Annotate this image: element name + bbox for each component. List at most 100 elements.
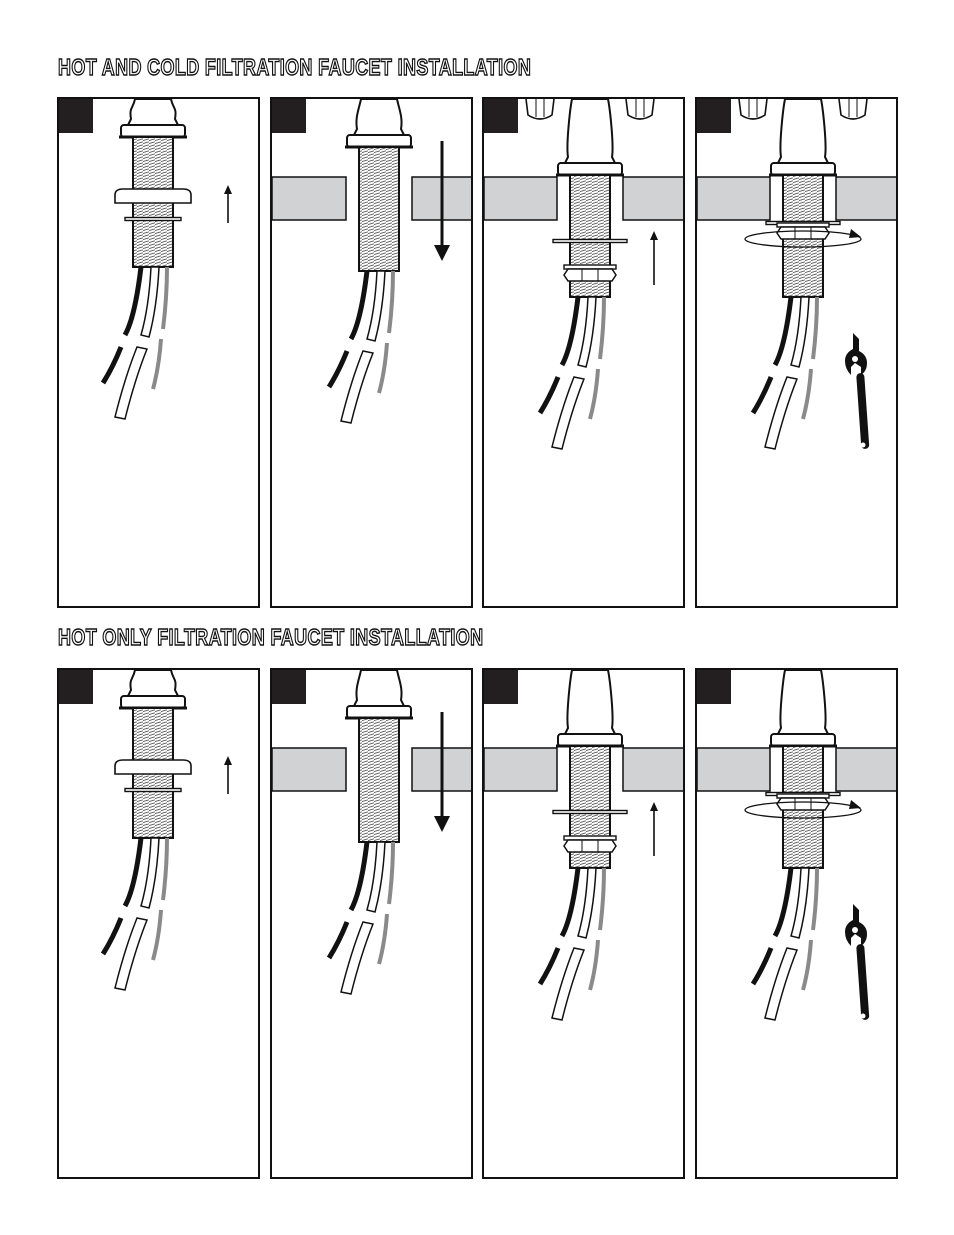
step-panel-1	[57, 97, 260, 608]
left-handle	[739, 99, 767, 119]
hot-supply-line-lower	[803, 369, 811, 419]
flat-washer	[553, 240, 627, 243]
step-panel-1	[57, 668, 260, 1179]
rotation-arrow-head	[849, 229, 861, 238]
panel-row-hot-only	[57, 668, 898, 1179]
hot-supply-line-lower	[590, 369, 598, 419]
countertop-left	[697, 177, 770, 220]
section-title-hot-only: HOT ONLY FILTRATION FAUCET INSTALLATION	[58, 626, 483, 649]
arrow-down-head	[434, 245, 450, 261]
hot-supply-line-upper	[163, 838, 167, 900]
hot-supply-line-lower	[803, 940, 811, 990]
hot-supply-line-lower	[153, 339, 161, 389]
faucet-body	[564, 670, 616, 736]
outlet-tube-upper	[578, 868, 596, 938]
flat-washer	[125, 218, 181, 221]
hot-supply-line-lower	[153, 910, 161, 960]
outlet-tube-upper	[141, 838, 159, 908]
outlet-tube-lower	[115, 918, 147, 990]
faucet-body	[777, 99, 829, 165]
adjustable-wrench-icon	[845, 904, 869, 1020]
threaded-shank	[359, 718, 399, 842]
flat-washer	[553, 811, 627, 814]
hot-supply-line-upper	[600, 297, 604, 359]
hot-supply-line-lower	[379, 914, 387, 964]
hot-supply-line-upper	[813, 297, 817, 359]
cold-supply-line-lower	[103, 918, 121, 954]
threaded-shank	[359, 147, 399, 271]
step-panel-4	[695, 668, 898, 1179]
step-illustration-tighten-nut-with-wrench	[697, 99, 896, 606]
faucet-body	[777, 670, 829, 736]
cold-supply-line-lower	[540, 377, 558, 413]
arrow-up-head	[650, 231, 658, 240]
step-number-badge	[272, 670, 306, 704]
faucet-body	[353, 99, 405, 137]
countertop-right	[623, 748, 683, 791]
faucet-base-flange	[347, 706, 411, 718]
mounting-nut	[777, 798, 829, 810]
countertop-left	[484, 177, 557, 220]
right-handle	[839, 99, 867, 119]
flat-washer	[125, 789, 181, 792]
mounting-nut	[777, 227, 829, 239]
step-panel-2	[270, 668, 473, 1179]
faucet-base-flange	[771, 163, 835, 175]
left-handle	[526, 99, 554, 119]
rubber-gasket	[115, 189, 191, 203]
arrow-up-head	[650, 802, 658, 811]
hot-supply-line-upper	[389, 271, 393, 333]
wrench-handle	[856, 944, 869, 1020]
wrench-hang-hole	[861, 1014, 866, 1019]
outlet-tube-lower	[765, 377, 797, 449]
countertop-right	[623, 177, 683, 220]
outlet-tube-lower	[552, 377, 584, 449]
step-illustration-washer-and-gasket-slide-up	[59, 99, 258, 606]
faucet-base-flange	[558, 734, 622, 746]
outlet-tube-lower	[341, 351, 373, 423]
step-panel-4	[695, 97, 898, 608]
cold-supply-line-upper	[351, 271, 367, 339]
step-number-badge	[59, 670, 93, 704]
countertop-left	[272, 177, 346, 220]
outlet-tube-upper	[791, 297, 809, 367]
step-number-badge	[484, 99, 518, 133]
step-number-badge	[484, 670, 518, 704]
hot-supply-line-upper	[813, 868, 817, 930]
wrench-jaw	[845, 904, 867, 946]
step-number-badge	[59, 99, 93, 133]
outlet-tube-lower	[341, 922, 373, 994]
faucet-base-flange	[121, 696, 185, 708]
step-panel-3	[482, 668, 685, 1179]
adjustable-wrench-icon	[845, 333, 869, 449]
cold-supply-line-lower	[753, 948, 771, 984]
wrench-adjuster	[852, 356, 858, 362]
wrench-jaw	[845, 333, 867, 375]
hot-supply-line-upper	[389, 842, 393, 904]
step-illustration-faucet-insert-through-counter	[272, 670, 471, 1177]
outlet-tube-upper	[141, 267, 159, 337]
step-illustration-tighten-nut-with-wrench	[697, 670, 896, 1177]
hot-supply-line-upper	[600, 868, 604, 930]
wrench-hang-hole	[861, 443, 866, 448]
outlet-tube-upper	[367, 842, 385, 912]
cold-supply-line-lower	[329, 922, 347, 958]
wrench-handle	[856, 373, 869, 449]
cold-supply-line-upper	[562, 297, 578, 365]
cold-supply-line-lower	[540, 948, 558, 984]
faucet-body	[564, 99, 616, 165]
cold-supply-line-upper	[351, 842, 367, 910]
cold-supply-line-lower	[103, 347, 121, 383]
cold-supply-line-upper	[125, 838, 141, 906]
faucet-body	[353, 670, 405, 708]
arrow-up-head	[224, 185, 232, 194]
countertop-right	[836, 177, 896, 220]
countertop-right	[836, 748, 896, 791]
outlet-tube-upper	[791, 868, 809, 938]
right-handle	[626, 99, 654, 119]
rubber-gasket	[115, 760, 191, 774]
arrow-up-head	[224, 756, 232, 765]
cold-supply-line-lower	[329, 351, 347, 387]
hot-supply-line-lower	[590, 940, 598, 990]
step-illustration-washer-and-nut-thread-up	[484, 99, 683, 606]
